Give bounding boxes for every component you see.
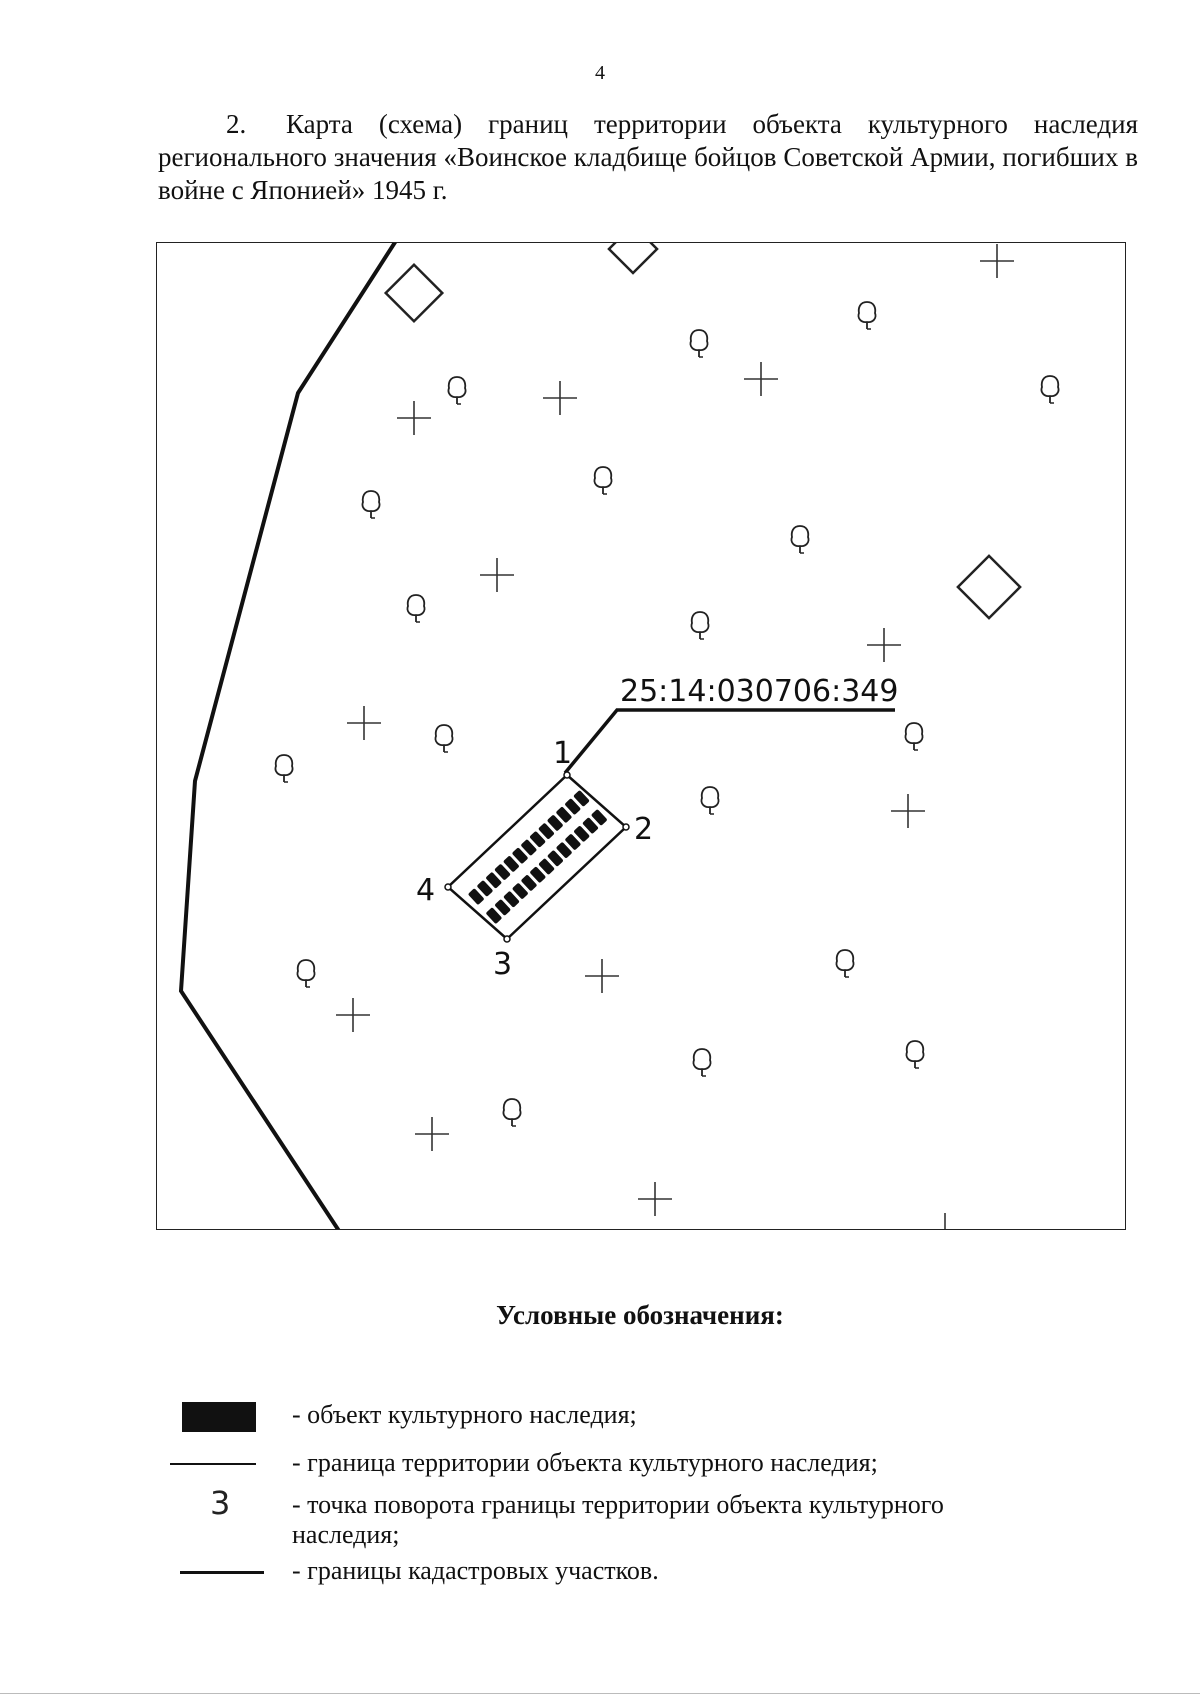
tree-icon: [857, 301, 877, 330]
grave-cross-icon: [584, 958, 620, 994]
grave-row: [486, 809, 607, 924]
legend-text: - объект культурного наследия;: [292, 1400, 637, 1429]
tree-icon: [692, 1048, 712, 1077]
tree-icon: [593, 466, 613, 495]
turning-point-4: 4: [416, 873, 435, 908]
boundary-map: 25:14:030706:349: [156, 242, 1126, 1230]
tree-icon: [274, 754, 294, 783]
map-canvas: 25:14:030706:349: [178, 243, 1060, 1229]
turning-point-1: 1: [553, 736, 572, 771]
bottom-rule: [0, 1693, 1200, 1694]
tree-icon: [904, 722, 924, 751]
legend-symbol-thin-line: [170, 1463, 256, 1465]
grave-cross-icon: [479, 557, 515, 593]
grave-cross-icon: [396, 400, 432, 436]
grave-cross-icon: [414, 1116, 450, 1152]
page-number: 4: [595, 62, 605, 84]
tree-icon: [690, 611, 710, 640]
tree-icon: [447, 376, 467, 405]
grave-cross-icon: [890, 793, 926, 829]
tree-icon: [296, 959, 316, 988]
legend-title: Условные обозначения:: [496, 1300, 784, 1330]
tree-icon: [502, 1098, 522, 1127]
grave-cross-icon: [979, 243, 1015, 279]
grave-cross-icon: [335, 997, 371, 1033]
tree-icon: [1040, 375, 1060, 404]
grave-cross-icon: [866, 627, 902, 663]
tree-icon: [835, 949, 855, 978]
tree-icon: [434, 724, 454, 753]
grave-cross-icon: [743, 361, 779, 397]
tree-icon: [700, 786, 720, 815]
cadastral-boundary: [178, 243, 397, 1229]
building-square-icon: [607, 243, 659, 275]
grave-cross-icon: [637, 1181, 673, 1217]
tree-icon: [361, 490, 381, 519]
heading-text: Карта (схема) границ территории объекта …: [158, 109, 1138, 205]
legend-symbol-digit: 3: [210, 1484, 231, 1522]
tree-icon: [406, 594, 426, 623]
legend-symbol-thick-line: [180, 1571, 264, 1574]
building-square-icon: [956, 554, 1022, 620]
heritage-object: [444, 771, 630, 943]
turning-point-2: 2: [634, 812, 653, 847]
grave-cross-icon: [927, 1212, 963, 1229]
legend-symbol-filled-rectangle: [182, 1402, 256, 1432]
grave-row: [468, 790, 590, 905]
legend-text: - точка поворота границы территории объе…: [292, 1490, 944, 1549]
legend-text: - границы кадастровых участков.: [292, 1556, 659, 1585]
building-square-icon: [383, 262, 445, 324]
tree-icon: [689, 329, 709, 358]
tree-icon: [790, 525, 810, 554]
heading-number: 2.: [226, 109, 247, 139]
document-heading: 2.Карта (схема) границ территории объект…: [158, 108, 1138, 207]
cadastral-number: 25:14:030706:349: [620, 674, 898, 709]
cadastral-leader-line: [563, 708, 895, 775]
tree-icon: [905, 1040, 925, 1069]
grave-cross-icon: [346, 705, 382, 741]
grave-cross-icon: [542, 380, 578, 416]
turning-point-3: 3: [493, 947, 512, 982]
legend-text: - граница территории объекта культурного…: [292, 1448, 878, 1477]
